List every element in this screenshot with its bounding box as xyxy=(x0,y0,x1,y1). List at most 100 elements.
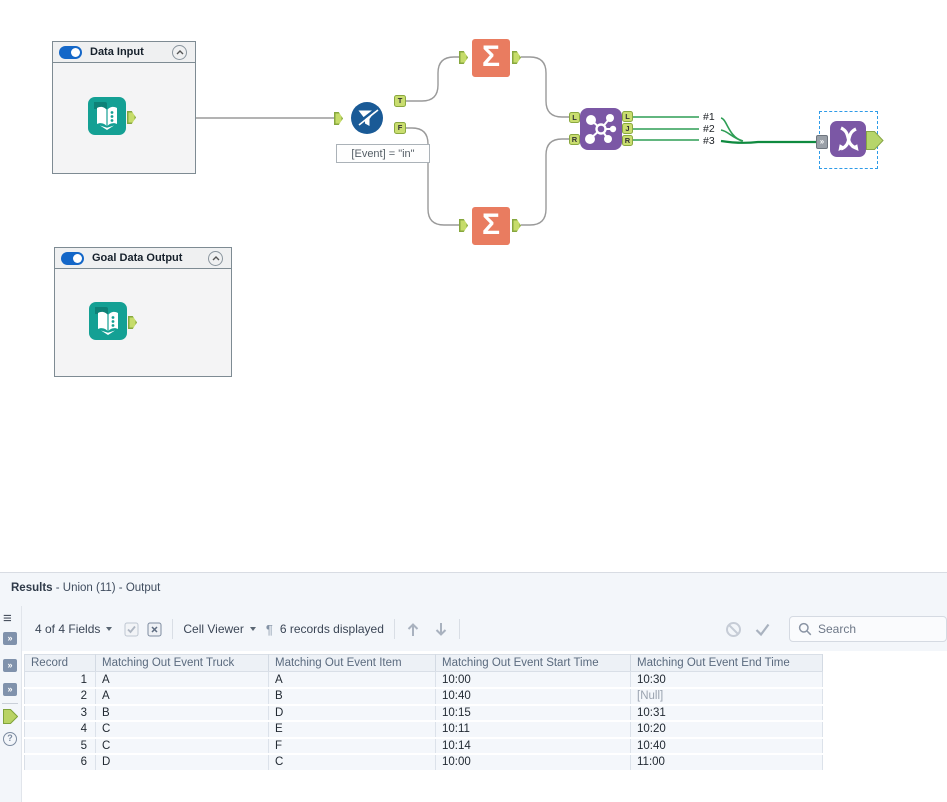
filter-input-anchor[interactable] xyxy=(334,112,343,125)
deselect-fields-icon[interactable] xyxy=(147,622,162,637)
table-cell[interactable]: A xyxy=(95,688,269,706)
column-header[interactable]: Matching Out Event Truck xyxy=(95,654,269,672)
summarize-tool-top[interactable]: Σ xyxy=(472,39,510,77)
join-join-output-anchor[interactable]: J xyxy=(622,123,633,134)
table-cell[interactable]: 11:00 xyxy=(630,754,823,772)
container-enable-toggle[interactable] xyxy=(61,251,84,265)
dock-panel-icon[interactable]: » xyxy=(3,659,17,672)
goal-input-data-tool[interactable] xyxy=(89,302,127,345)
summarize-bottom-input-anchor[interactable] xyxy=(459,219,468,232)
table-cell[interactable]: 10:30 xyxy=(630,671,823,689)
join-right-input-anchor[interactable]: R xyxy=(569,134,580,145)
filter-tool[interactable] xyxy=(351,102,383,139)
join-right-output-anchor[interactable]: R xyxy=(622,135,633,146)
filter-annotation[interactable]: [Event] = "in" xyxy=(336,144,430,163)
workflow-canvas[interactable]: Data Input Goal Data Output xyxy=(0,0,947,572)
column-header[interactable]: Record xyxy=(24,654,96,672)
summarize-bottom-output-anchor[interactable] xyxy=(512,219,521,232)
summarize-tool-bottom[interactable]: Σ xyxy=(472,207,510,245)
cancel-icon[interactable] xyxy=(725,621,742,638)
select-fields-checkbox-icon[interactable] xyxy=(124,622,139,637)
table-cell[interactable]: C xyxy=(95,721,269,739)
results-title-rest: - Union (11) - Output xyxy=(52,582,161,594)
column-header[interactable]: Matching Out Event End Time xyxy=(630,654,823,672)
connection-label-3: #3 xyxy=(703,135,715,147)
results-title-bold: Results xyxy=(11,582,53,594)
join-left-output-anchor[interactable]: L xyxy=(622,111,633,122)
table-cell[interactable]: C xyxy=(268,754,436,772)
column-header[interactable]: Matching Out Event Item xyxy=(268,654,436,672)
table-cell[interactable]: B xyxy=(95,704,269,722)
dock-panel-icon[interactable]: » xyxy=(3,683,17,696)
table-cell[interactable]: C xyxy=(95,737,269,755)
search-input[interactable] xyxy=(818,622,928,636)
table-cell[interactable]: E xyxy=(268,721,436,739)
collapse-button[interactable] xyxy=(208,251,223,266)
container-enable-toggle[interactable] xyxy=(59,45,82,59)
table-cell[interactable]: 10:15 xyxy=(435,704,631,722)
join-icon xyxy=(580,108,622,150)
table-cell[interactable]: A xyxy=(95,671,269,689)
table-cell[interactable]: A xyxy=(268,671,436,689)
output-anchor-view-icon[interactable] xyxy=(3,709,18,724)
table-cell[interactable]: D xyxy=(95,754,269,772)
table-cell[interactable]: 1 xyxy=(24,671,96,689)
table-cell[interactable]: 10:31 xyxy=(630,704,823,722)
table-cell[interactable]: 10:14 xyxy=(435,737,631,755)
input-data-tool[interactable] xyxy=(88,97,126,140)
container-header[interactable]: Data Input xyxy=(53,42,195,63)
column-header[interactable]: Matching Out Event Start Time xyxy=(435,654,631,672)
table-cell[interactable]: 10:40 xyxy=(435,688,631,706)
chevron-down-icon[interactable] xyxy=(249,627,256,631)
table-cell[interactable]: B xyxy=(268,688,436,706)
table-cell[interactable]: 10:00 xyxy=(435,754,631,772)
union-input-anchor[interactable]: » xyxy=(816,135,828,149)
union-tool[interactable] xyxy=(830,121,866,162)
table-cell[interactable]: 10:40 xyxy=(630,737,823,755)
results-panel-title: Results - Union (11) - Output xyxy=(0,573,947,594)
container-header[interactable]: Goal Data Output xyxy=(55,248,231,269)
table-cell[interactable]: 10:20 xyxy=(630,721,823,739)
output-anchor[interactable] xyxy=(128,316,137,329)
scroll-down-icon[interactable] xyxy=(433,621,449,638)
table-cell[interactable]: D xyxy=(268,704,436,722)
summarize-top-input-anchor[interactable] xyxy=(459,51,468,64)
table-cell[interactable]: [Null] xyxy=(630,688,823,706)
help-icon[interactable]: ? xyxy=(3,732,17,746)
summarize-top-output-anchor[interactable] xyxy=(512,51,521,64)
join-left-input-anchor[interactable]: L xyxy=(569,112,580,123)
table-cell[interactable]: 2 xyxy=(24,688,96,706)
list-view-icon[interactable]: ≡ xyxy=(3,610,12,627)
table-cell[interactable]: 10:11 xyxy=(435,721,631,739)
union-output-anchor[interactable] xyxy=(866,131,884,150)
apply-checkmark-icon[interactable] xyxy=(754,622,771,637)
results-toolbar: 4 of 4 Fields Cell Viewer ¶ 6 records di… xyxy=(22,606,947,652)
table-cell[interactable]: 5 xyxy=(24,737,96,755)
dock-panel-icon[interactable]: » xyxy=(3,632,17,645)
show-whitespace-icon[interactable]: ¶ xyxy=(265,621,273,637)
container-title: Goal Data Output xyxy=(92,252,183,264)
collapse-button[interactable] xyxy=(172,45,187,60)
table-cell[interactable]: 6 xyxy=(24,754,96,772)
table-cell[interactable]: 4 xyxy=(24,721,96,739)
strip-divider xyxy=(2,703,18,704)
output-anchor[interactable] xyxy=(127,111,136,124)
table-cell[interactable]: F xyxy=(268,737,436,755)
cell-viewer-dropdown[interactable]: Cell Viewer xyxy=(183,622,244,636)
scroll-up-icon[interactable] xyxy=(405,621,421,638)
table-cell[interactable]: 3 xyxy=(24,704,96,722)
fields-dropdown[interactable]: 4 of 4 Fields xyxy=(35,622,101,636)
search-box[interactable] xyxy=(789,616,947,642)
filter-false-anchor[interactable]: F xyxy=(394,122,406,134)
chevron-down-icon[interactable] xyxy=(106,627,113,631)
join-tool[interactable] xyxy=(580,108,622,155)
filter-true-anchor[interactable]: T xyxy=(394,95,406,107)
table-cell[interactable]: 10:00 xyxy=(435,671,631,689)
container-goal-data-output[interactable]: Goal Data Output xyxy=(54,247,232,377)
